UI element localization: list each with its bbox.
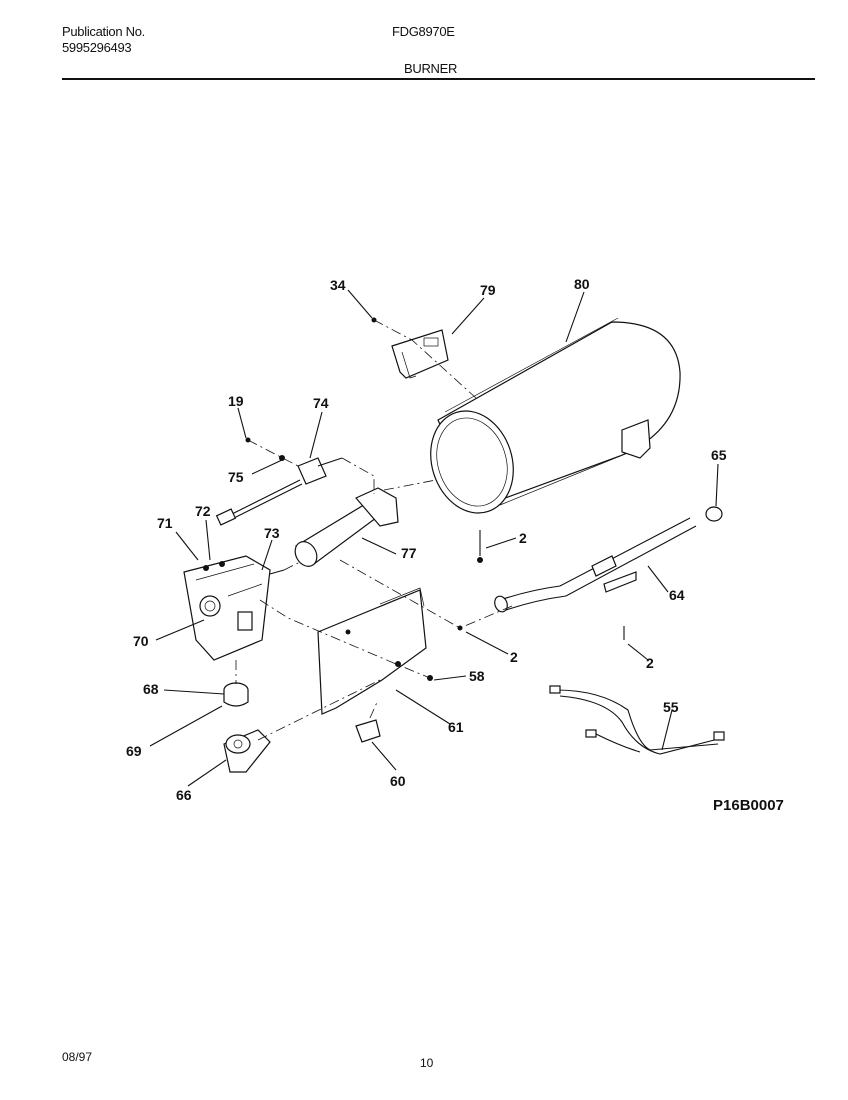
callout-65: 65 [711, 447, 727, 463]
callout-71: 71 [157, 515, 173, 531]
publication-number: 5995296493 [62, 40, 132, 55]
callout-73: 73 [264, 525, 280, 541]
callout-80: 80 [574, 276, 590, 292]
callout-64: 64 [669, 587, 685, 603]
combustion-chamber [430, 317, 681, 514]
gas-manifold [494, 517, 697, 613]
callout-58: 58 [469, 668, 485, 684]
callout-70: 70 [133, 633, 149, 649]
igniter [215, 457, 343, 526]
callout-66: 66 [176, 787, 192, 803]
callout-34: 34 [330, 277, 346, 293]
callout-55: 55 [663, 699, 679, 715]
orifice-65 [705, 506, 723, 522]
gas-valve [183, 555, 285, 661]
callout-2-chamber: 2 [519, 530, 527, 546]
publication-label: Publication No. [62, 24, 145, 39]
callout-74: 74 [313, 395, 329, 411]
header-rule [62, 78, 815, 80]
page-number: 10 [420, 1056, 434, 1070]
callout-61: 61 [448, 719, 464, 735]
callout-77: 77 [401, 545, 417, 561]
callout-2-manifold: 2 [646, 655, 654, 671]
screw-2-bracket [457, 625, 463, 631]
callout-68: 68 [143, 681, 159, 697]
clip-60 [355, 719, 381, 743]
flame-sensor [391, 329, 449, 379]
figure-code: P16B0007 [713, 797, 784, 814]
callout-75: 75 [228, 469, 244, 485]
fitting-68 [223, 682, 249, 707]
model-number: FDG8970E [392, 24, 455, 39]
burner-tube [294, 487, 399, 567]
callout-79: 79 [480, 282, 496, 298]
revision-date: 08/97 [62, 1050, 93, 1064]
callout-60: 60 [390, 773, 406, 789]
alignment-lines [235, 319, 513, 741]
leader-lines [149, 289, 719, 787]
nut-75 [279, 455, 285, 461]
callout-72: 72 [195, 503, 211, 519]
wire-harness [549, 685, 725, 755]
bracket-61 [317, 587, 427, 715]
callout-69: 69 [126, 743, 142, 759]
elbow-66 [223, 729, 271, 773]
callout-19: 19 [228, 393, 244, 409]
callout-2-bracket: 2 [510, 649, 518, 665]
section-title: BURNER [404, 61, 458, 76]
